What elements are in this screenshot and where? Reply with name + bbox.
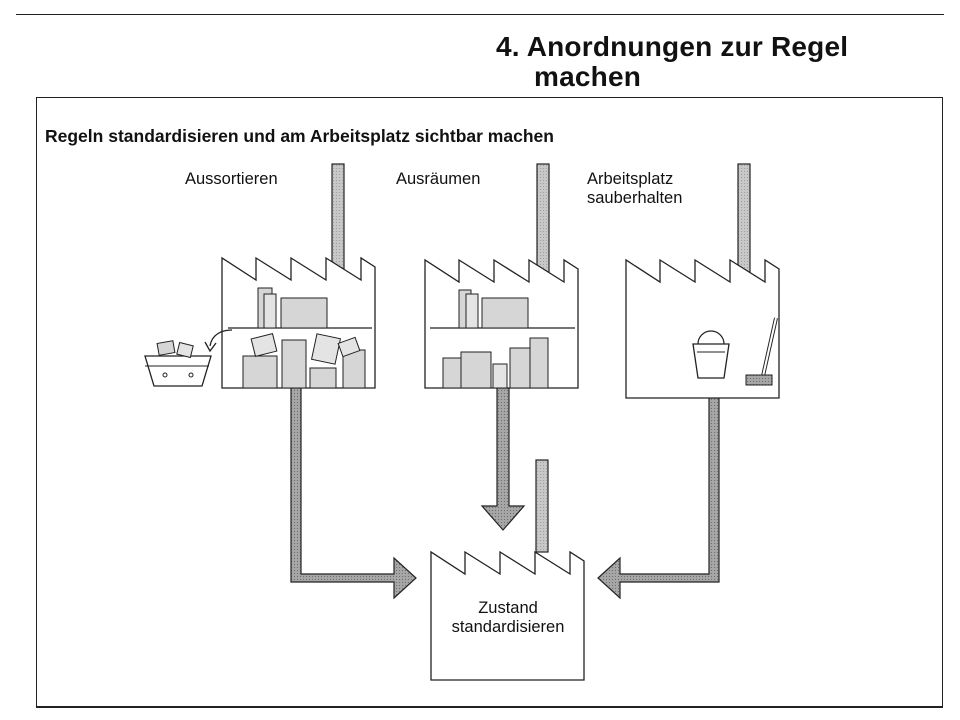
box [442, 357, 462, 389]
chimney [536, 163, 550, 275]
chimney [331, 163, 345, 275]
chimney [535, 459, 549, 553]
discard-bin [144, 340, 212, 387]
result-label-line-1: Zustand [478, 599, 538, 617]
diagram-frame [36, 97, 943, 707]
box [529, 337, 549, 389]
step-label: Aussortieren [185, 170, 278, 188]
broom-icon [745, 317, 778, 386]
arrow-ausraeumen-down [480, 385, 526, 531]
page-title: 4. Anordnungen zur Regel machen [496, 32, 848, 92]
diagram-heading: Regeln standardisieren und am Arbeitspla… [45, 126, 554, 146]
step-label: Ausräumen [396, 170, 481, 188]
label-aussortieren: Aussortieren [185, 170, 278, 189]
label-ausraeumen: Ausräumen [396, 170, 480, 189]
arrow-aussortieren-to-result [290, 385, 417, 600]
step-label-line-2: sauberhalten [587, 189, 683, 207]
bucket-icon [692, 343, 730, 379]
factory-sauberhalten [625, 163, 780, 399]
factory-outline [625, 258, 780, 399]
box [281, 339, 307, 389]
page-title-line-1: 4. Anordnungen zur Regel [496, 31, 849, 62]
factory-result [430, 459, 585, 681]
top-rule [16, 14, 944, 15]
box [310, 333, 342, 365]
bin-body [144, 355, 212, 387]
result-label-line-2: standardisieren [451, 618, 565, 636]
box [263, 293, 277, 329]
frame-bottom-rule [36, 707, 943, 708]
box [280, 297, 328, 329]
label-result: Zustand standardisieren [433, 599, 583, 637]
box [465, 293, 479, 329]
box [481, 297, 529, 329]
factory-outline [430, 550, 585, 681]
page-title-line-2: machen [534, 61, 642, 92]
box [492, 363, 508, 389]
arrow-sauberhalten-to-result [597, 385, 720, 600]
box [337, 336, 361, 358]
factory-ausraeumen [424, 163, 579, 389]
chimney [737, 163, 751, 275]
factory-aussortieren [221, 163, 376, 389]
box [250, 333, 278, 357]
label-sauberhalten: Arbeitsplatz sauberhalten [587, 170, 682, 208]
step-label-line-1: Arbeitsplatz [587, 170, 674, 188]
box [460, 351, 492, 389]
box [242, 355, 278, 389]
box [309, 367, 337, 389]
curved-discard-arrow [204, 329, 233, 353]
